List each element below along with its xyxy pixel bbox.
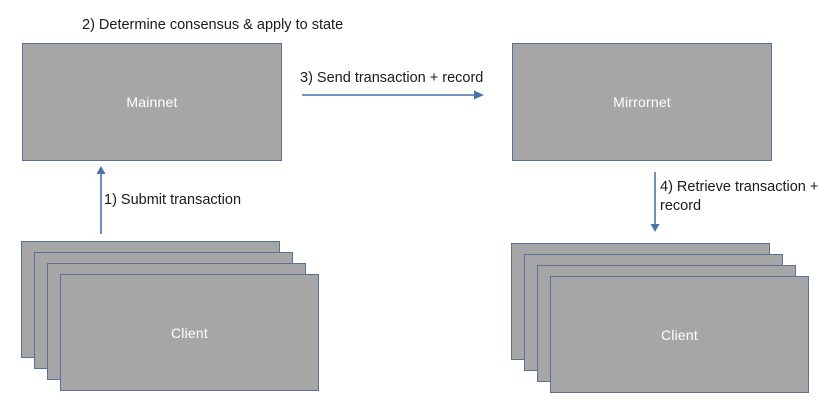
step-4-caption: 4) Retrieve transaction + record xyxy=(660,179,819,214)
step-3-caption: 3) Send transaction + record xyxy=(300,70,484,86)
step-3-arrow-right-icon xyxy=(302,90,484,100)
client-left-card-front[interactable]: Client xyxy=(60,274,319,391)
step-1-caption: 1) Submit transaction xyxy=(104,192,242,208)
node-mainnet-label: Mainnet xyxy=(126,94,178,110)
node-mirrornet[interactable]: Mirrornet xyxy=(512,43,772,161)
client-right-card-front[interactable]: Client xyxy=(550,276,809,393)
node-mirrornet-label: Mirrornet xyxy=(613,94,671,110)
node-client-right-stack[interactable]: Client xyxy=(490,0,839,420)
node-client-right-label: Client xyxy=(661,326,698,343)
step-1-arrow-up-icon xyxy=(96,166,106,234)
step-4-arrow-down-icon xyxy=(650,172,660,232)
node-mainnet[interactable]: Mainnet xyxy=(22,43,282,161)
node-client-left-label: Client xyxy=(171,324,208,341)
step-2-caption: 2) Determine consensus & apply to state xyxy=(82,17,344,33)
node-client-left-stack[interactable]: Client xyxy=(0,0,340,420)
